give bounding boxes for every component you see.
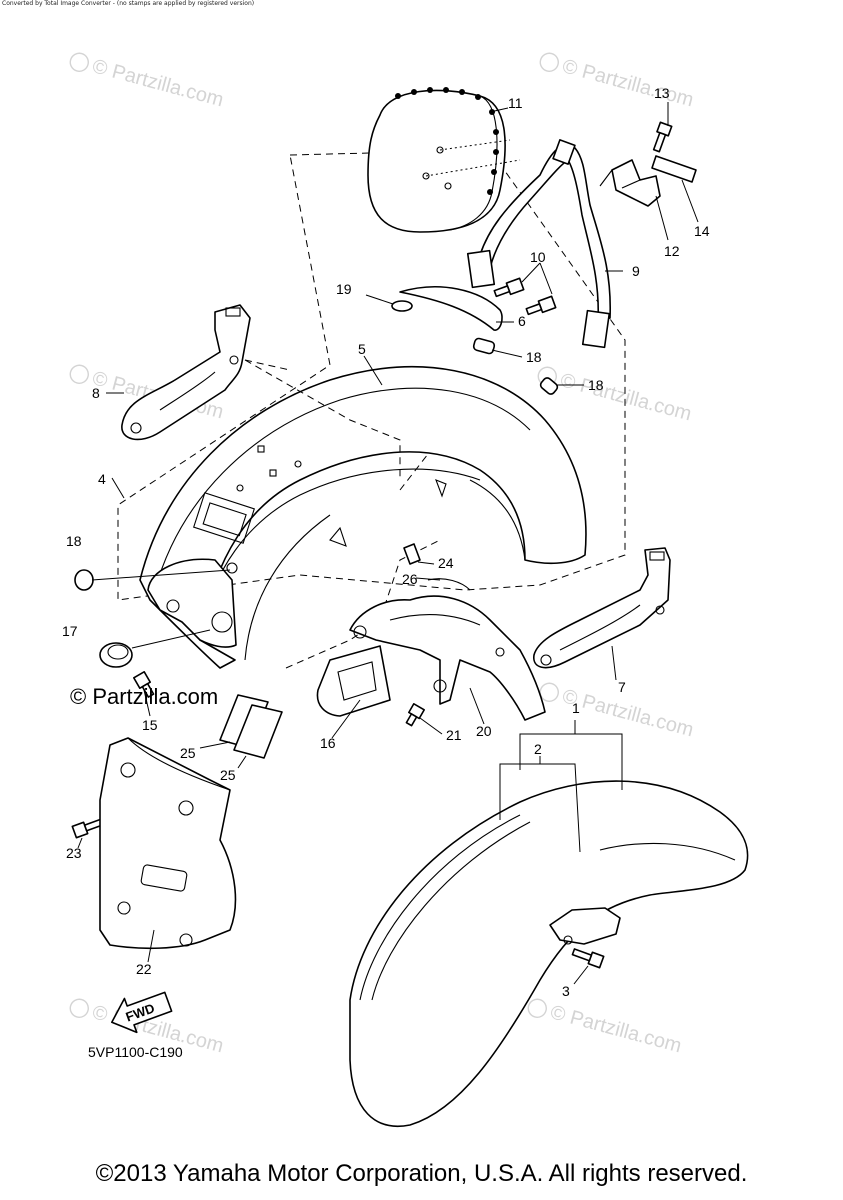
side-cover bbox=[99, 737, 237, 950]
callout: 25 bbox=[180, 745, 196, 761]
svg-text:© Partzilla.com: © Partzilla.com bbox=[560, 685, 696, 741]
callout: 21 bbox=[446, 727, 462, 743]
leader-lines bbox=[77, 102, 699, 985]
fwd-arrow: FWD bbox=[111, 991, 173, 1034]
callout: 14 bbox=[694, 223, 710, 239]
callout: 23 bbox=[66, 845, 82, 861]
callout: 10 bbox=[530, 249, 546, 265]
bracket-assembly bbox=[599, 121, 697, 207]
callout: 26 bbox=[402, 571, 418, 587]
callout: 4 bbox=[98, 471, 106, 487]
plate-light bbox=[316, 645, 391, 717]
brand-watermark: © Partzilla.com bbox=[70, 684, 219, 709]
bolts-10 bbox=[493, 277, 557, 316]
svg-text:© Partzilla.com: © Partzilla.com bbox=[548, 1001, 684, 1057]
diagram-code: 5VP1100-C190 bbox=[88, 1044, 183, 1060]
callout: 5 bbox=[358, 341, 366, 357]
backrest-pad bbox=[367, 87, 521, 233]
side-rail-left bbox=[121, 304, 251, 441]
watermark: © Partzilla.com bbox=[537, 366, 694, 425]
callout: 11 bbox=[508, 95, 523, 111]
watermark: © Partzilla.com bbox=[539, 52, 696, 111]
callout: 3 bbox=[562, 983, 570, 999]
bolt-3 bbox=[571, 948, 605, 969]
callout: 18 bbox=[588, 377, 604, 393]
fender-support-left bbox=[147, 558, 238, 648]
callout: 18 bbox=[526, 349, 542, 365]
callout-numbers: 1 2 3 4 5 6 7 8 9 10 11 12 13 14 16 17 1… bbox=[62, 85, 710, 999]
bolt-13 bbox=[652, 121, 673, 153]
grommets-18 bbox=[74, 337, 559, 591]
callout: 15 bbox=[142, 717, 158, 733]
svg-text:© Partzilla.com: © Partzilla.com bbox=[90, 55, 226, 111]
callout: 24 bbox=[438, 555, 454, 571]
side-rail-right bbox=[533, 547, 671, 669]
tapes-25 bbox=[219, 694, 283, 759]
callout: 2 bbox=[534, 741, 542, 757]
callout: 6 bbox=[518, 313, 526, 329]
clip-24 bbox=[403, 543, 421, 565]
svg-text:© Partzilla.com: © Partzilla.com bbox=[558, 369, 694, 425]
callout: 17 bbox=[62, 623, 78, 639]
callout: 16 bbox=[320, 735, 336, 751]
watermark: © Partzilla.com bbox=[527, 998, 684, 1057]
callout: 12 bbox=[664, 243, 680, 259]
callout: 22 bbox=[136, 961, 152, 977]
callout: 13 bbox=[654, 85, 670, 101]
rubber-boot bbox=[99, 642, 133, 668]
svg-text:© Partzilla.com: © Partzilla.com bbox=[560, 55, 696, 111]
bolt-23 bbox=[71, 818, 105, 839]
callout: 19 bbox=[336, 281, 352, 297]
copyright-notice: ©2013 Yamaha Motor Corporation, U.S.A. A… bbox=[95, 1160, 748, 1187]
callout: 20 bbox=[476, 723, 492, 739]
front-fender bbox=[349, 780, 749, 1127]
trim-strip bbox=[399, 286, 503, 331]
bolt-15 bbox=[133, 671, 155, 698]
watermark: © Partzilla.com bbox=[539, 682, 696, 741]
callout: 1 bbox=[572, 700, 580, 716]
callout: 18 bbox=[66, 533, 82, 549]
bolt-21 bbox=[405, 703, 425, 727]
taillight-bracket bbox=[349, 595, 546, 721]
washer bbox=[391, 300, 413, 312]
watermark: © Partzilla.com bbox=[69, 52, 226, 111]
callout: 8 bbox=[92, 385, 100, 401]
callout: 25 bbox=[220, 767, 236, 783]
callout: 7 bbox=[618, 679, 626, 695]
backrest-bar bbox=[466, 139, 612, 349]
callout: 9 bbox=[632, 263, 640, 279]
converter-note: Converted by Total Image Converter - (no… bbox=[2, 0, 255, 7]
